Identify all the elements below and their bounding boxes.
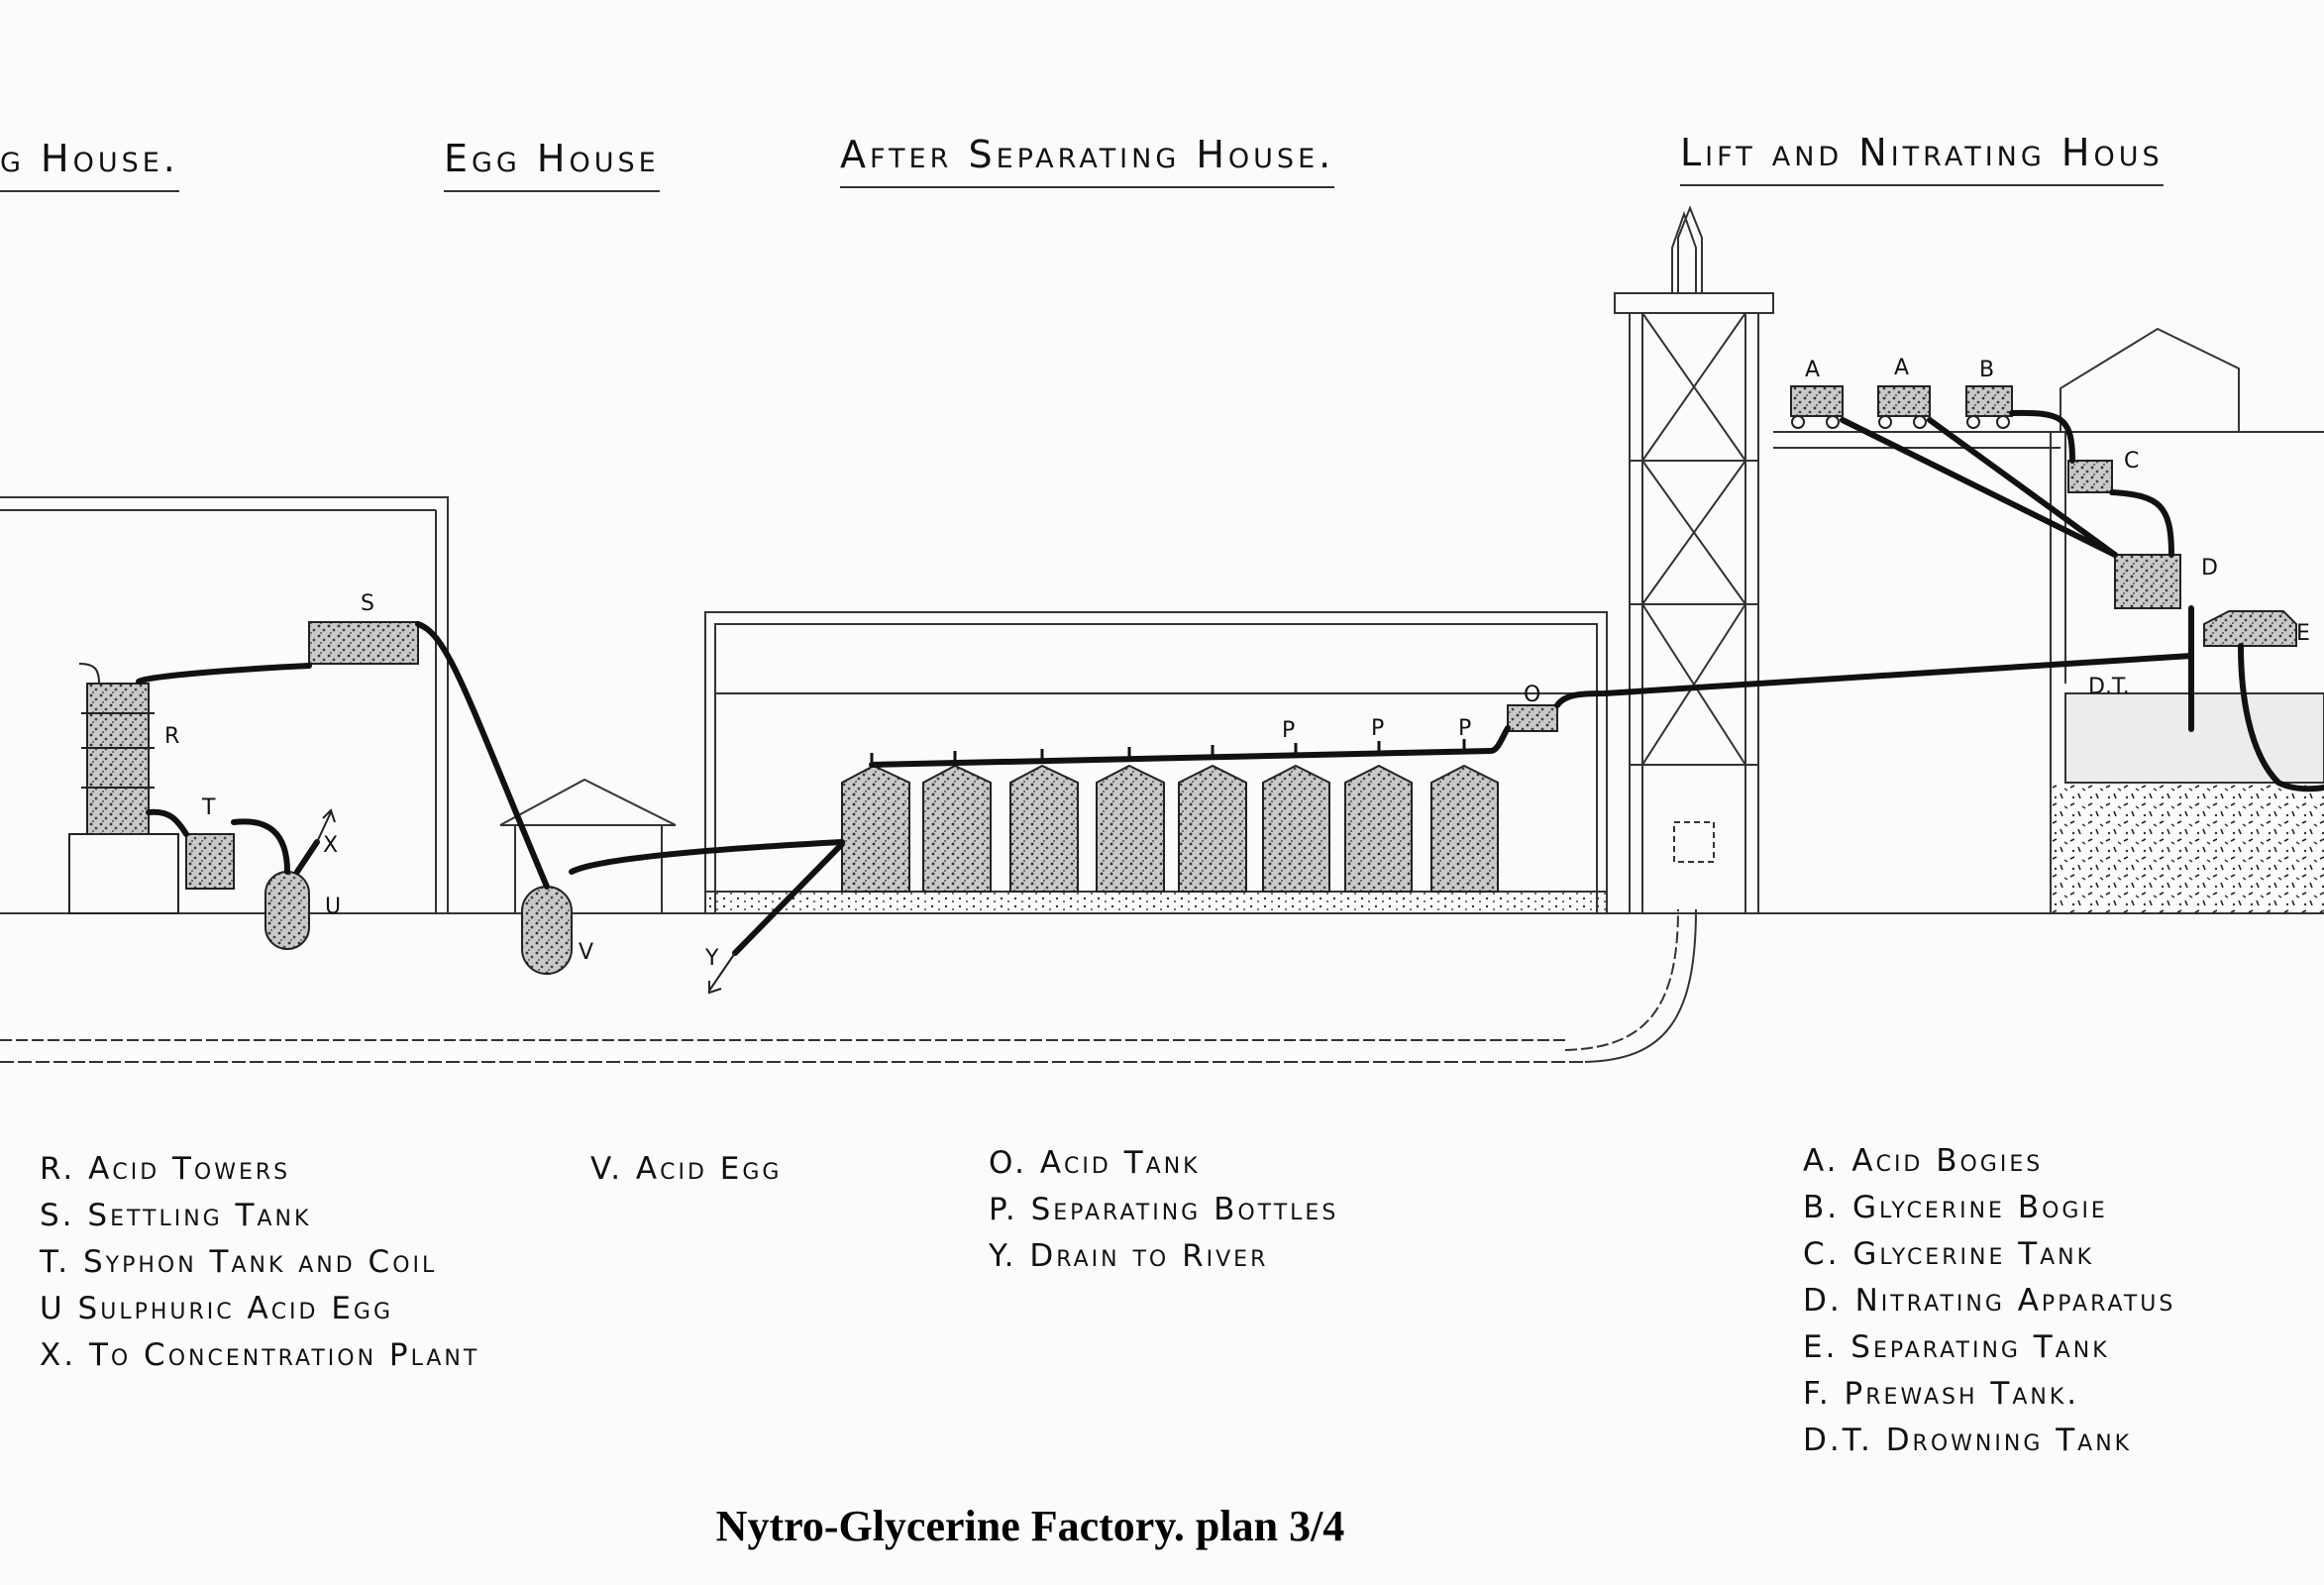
legend-item: E. Separating Tank <box>1803 1329 2110 1365</box>
acid-towers <box>68 663 179 914</box>
header-boiling-house: g House. <box>0 137 179 192</box>
label-U: U <box>325 895 341 919</box>
nitrating-apparatus <box>2114 554 2181 609</box>
legend-item: P. Separating Bottles <box>989 1192 1339 1227</box>
syphon-tank <box>185 833 235 890</box>
separating-house-building <box>704 611 1608 914</box>
legend-item: B. Glycerine Bogie <box>1803 1190 2108 1225</box>
legend-column-4: A. Acid Bogies B. Glycerine Bogie C. Gly… <box>1803 1143 2175 1469</box>
separating-tank <box>2203 610 2297 647</box>
label-P3: P <box>1458 716 1471 741</box>
legend-item: D. Nitrating Apparatus <box>1803 1283 2176 1319</box>
label-A1: A <box>1805 358 1820 382</box>
legend-item: F. Prewash Tank. <box>1803 1376 2080 1412</box>
boiling-house-frame <box>0 496 449 913</box>
lift-tower <box>1614 205 1774 913</box>
nitrating-house-building <box>1773 327 2324 913</box>
label-V: V <box>579 940 593 965</box>
label-O: O <box>1524 683 1540 707</box>
legend-item: X. To Concentration Plant <box>40 1337 480 1373</box>
header-after-separating-house: After Separating House. <box>840 133 1335 188</box>
legend-item: D.T. Drowning Tank <box>1803 1423 2133 1458</box>
acid-egg <box>521 886 573 975</box>
header-lift-and-nitrating-house: Lift and Nitrating Hous <box>1680 131 2164 186</box>
separating-bottles <box>841 764 1499 893</box>
legend-column-2: V. Acid Egg <box>590 1151 782 1198</box>
bottle-taps <box>870 739 1466 763</box>
label-P2: P <box>1371 716 1384 741</box>
legend-item: Y. Drain to River <box>989 1238 1269 1274</box>
label-E: E <box>2296 621 2310 646</box>
egg-house-shed <box>499 778 677 913</box>
legend-item: C. Glycerine Tank <box>1803 1236 2095 1272</box>
pipe-lines <box>136 409 2324 956</box>
figure-caption: Nytro-Glycerine Factory. plan 3/4 <box>715 1502 1345 1550</box>
label-DT: D.T. <box>2088 675 2130 699</box>
label-D: D <box>2201 556 2218 581</box>
legend-column-3: O. Acid Tank P. Separating Bottles Y. Dr… <box>989 1145 1338 1285</box>
legend-item: V. Acid Egg <box>590 1151 783 1187</box>
acid-bogies <box>1790 385 1931 429</box>
glycerine-bogie <box>1965 385 2013 429</box>
label-A2: A <box>1894 356 1909 380</box>
acid-tank <box>1507 704 1558 732</box>
label-C: C <box>2124 449 2139 474</box>
label-R: R <box>164 724 179 749</box>
label-P1: P <box>1282 718 1295 743</box>
flow-arrows <box>316 808 736 995</box>
label-B: B <box>1979 358 1994 382</box>
label-Y: Y <box>704 946 719 971</box>
label-S: S <box>361 591 374 616</box>
label-X: X <box>323 833 338 858</box>
legend-item: A. Acid Bogies <box>1803 1143 2044 1179</box>
settling-tank <box>308 621 419 665</box>
legend-item: O. Acid Tank <box>989 1145 1201 1181</box>
legend-item: R. Acid Towers <box>40 1151 291 1187</box>
legend-item: T. Syphon Tank and Coil <box>40 1244 438 1280</box>
ground-line <box>0 908 2324 1063</box>
legend-column-1: R. Acid Towers S. Settling Tank T. Sypho… <box>40 1151 479 1384</box>
sulphuric-acid-egg <box>264 871 310 950</box>
legend-item: S. Settling Tank <box>40 1198 312 1233</box>
label-T: T <box>201 795 216 820</box>
header-egg-house: Egg House <box>444 137 660 192</box>
legend-item: U Sulphuric Acid Egg <box>40 1291 394 1326</box>
glycerine-tank <box>2067 460 2113 493</box>
